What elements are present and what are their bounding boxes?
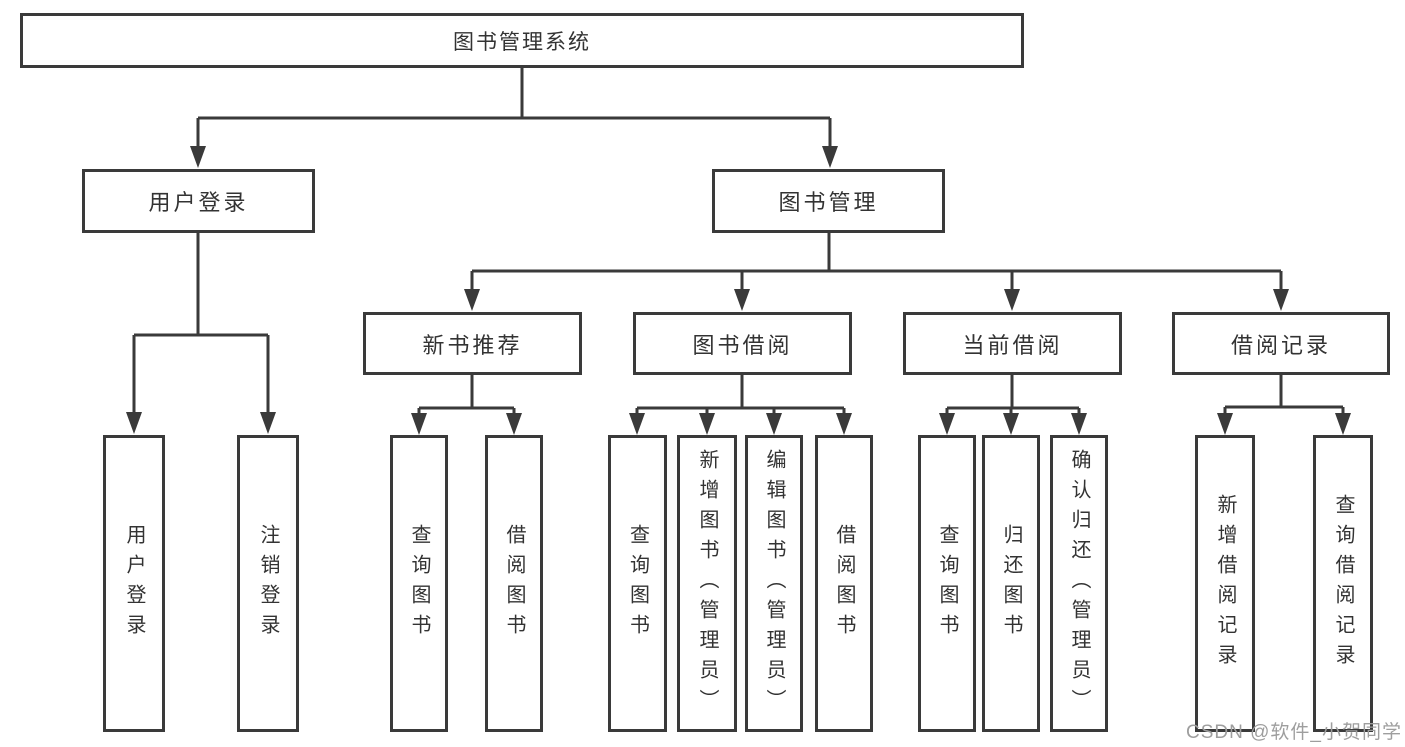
leaf-query-books-borrowing-label: 查询图书 — [626, 523, 649, 644]
leaf-add-books-admin: 新增图书（管理员） — [677, 435, 737, 732]
leaf-user-login: 用户登录 — [103, 435, 165, 732]
node-user-login: 用户登录 — [82, 169, 315, 233]
leaf-edit-books-admin: 编辑图书（管理员） — [745, 435, 803, 732]
leaf-logout: 注销登录 — [237, 435, 299, 732]
leaf-return-books-label: 归还图书 — [1000, 523, 1022, 644]
node-book-borrowing-label: 图书借阅 — [692, 332, 793, 358]
node-book-management: 图书管理 — [712, 169, 945, 233]
node-user-login-label: 用户登录 — [148, 190, 249, 215]
leaf-query-books-current-label: 查询图书 — [936, 523, 958, 644]
leaf-query-borrow-record-label: 查询借阅记录 — [1332, 493, 1354, 674]
leaf-borrow-books-recommend: 借阅图书 — [485, 435, 543, 732]
leaf-confirm-return-admin-label: 确认归还（管理员） — [1068, 448, 1090, 719]
node-root: 图书管理系统 — [20, 13, 1024, 68]
node-book-management-label: 图书管理 — [778, 190, 879, 215]
leaf-add-borrow-record-label: 新增借阅记录 — [1214, 493, 1236, 674]
leaf-query-borrow-record: 查询借阅记录 — [1313, 435, 1373, 732]
leaf-user-login-label: 用户登录 — [123, 523, 145, 644]
leaf-return-books: 归还图书 — [982, 435, 1040, 732]
leaf-logout-label: 注销登录 — [257, 523, 279, 644]
leaf-query-books-current: 查询图书 — [918, 435, 976, 732]
node-root-label: 图书管理系统 — [453, 30, 591, 54]
leaf-borrow-books-label: 借阅图书 — [833, 523, 855, 644]
node-current-borrowing-label: 当前借阅 — [962, 332, 1063, 358]
leaf-add-books-admin-label: 新增图书（管理员） — [696, 448, 718, 719]
node-borrowing-records-label: 借阅记录 — [1230, 332, 1331, 358]
leaf-borrow-books-recommend-label: 借阅图书 — [503, 523, 525, 644]
node-new-book-recommendation: 新书推荐 — [363, 312, 582, 375]
connector-lines — [132, 68, 1345, 415]
leaf-add-borrow-record: 新增借阅记录 — [1195, 435, 1255, 732]
csdn-watermark: CSDN @软件_小贺同学 — [1186, 722, 1402, 743]
leaf-query-books-borrowing: 查询图书 — [608, 435, 667, 732]
leaf-edit-books-admin-label: 编辑图书（管理员） — [763, 448, 785, 719]
node-current-borrowing: 当前借阅 — [903, 312, 1122, 375]
node-new-book-recommendation-label: 新书推荐 — [422, 332, 523, 358]
leaf-confirm-return-admin: 确认归还（管理员） — [1050, 435, 1108, 732]
node-borrowing-records: 借阅记录 — [1172, 312, 1390, 375]
leaf-query-books-recommend: 查询图书 — [390, 435, 448, 732]
leaf-query-books-recommend-label: 查询图书 — [408, 523, 430, 644]
arrowhead-icons — [126, 146, 1351, 435]
node-book-borrowing: 图书借阅 — [633, 312, 852, 375]
leaf-borrow-books: 借阅图书 — [815, 435, 873, 732]
